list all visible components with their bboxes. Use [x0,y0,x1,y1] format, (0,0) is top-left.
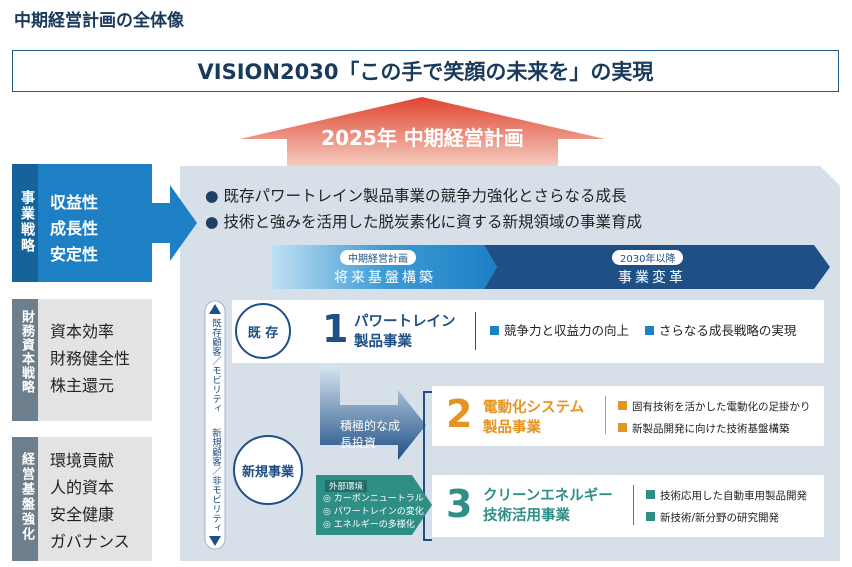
customer-axis-pill [204,300,226,550]
bracket [423,391,432,541]
base-item: 人的資本 [50,478,115,497]
financial-item: 株主還元 [50,376,115,395]
policy-bullets: ● 既存パワートレイン製品事業の競争力強化とさらなる成長 ● 技術と強みを活用し… [205,183,642,235]
bullet-dot-icon: ● [205,187,219,205]
base-item: 安全健康 [50,505,115,524]
square-bullet-icon [618,423,627,432]
bullet-dot-icon: ● [205,213,219,231]
vision-banner: VISION2030「この手で笑顔の未来を」の実現 [12,50,839,92]
divider [605,396,606,434]
financial-strategy-side [12,299,38,421]
plan-label: 2025年 中期経営計画 [321,126,524,150]
business-strategy-side [12,164,38,282]
business-number: 3 [446,482,473,526]
external-tag: 外部環境 [325,480,368,492]
business-item: 成長性 [50,219,99,238]
business-points: 競争力と収益力の向上 さらなる成長戦略の実現 [490,320,796,342]
phase-label: 事業変革 [618,270,686,286]
square-bullet-icon [646,512,655,521]
management-base-side [12,437,38,561]
square-bullet-icon [644,326,654,335]
strategy-arrow [152,185,197,261]
business-strategy-items: 収益性 成長性 安定性 [50,190,98,268]
bullet-item: ● 技術と強みを活用した脱炭素化に資する新規領域の事業育成 [205,213,642,231]
business-item: 安定性 [50,245,99,264]
plan-arrow [240,97,605,169]
financial-strategy-heading: 財務資本戦略 [19,310,34,394]
square-bullet-icon [646,490,655,499]
business-points: 固有技術を活かした電動化の足掛かり 新製品開発に向けた技術基盤構築 [618,396,811,440]
business-name: パワートレイン 製品事業 [354,314,456,350]
financial-item: 資本効率 [50,322,115,341]
phase-future-base: 中期経営計画 将来基盤構築 [272,245,497,289]
business-name: 電動化システム 製品事業 [483,400,585,436]
phase-arrow-shape [484,245,830,289]
phase-label: 将来基盤構築 [334,270,436,286]
investment-label: 積極的な成長投資 [340,419,401,450]
business-name: クリーンエネルギー 技術活用事業 [483,488,613,524]
external-items: ◎ カーボンニュートラル ◎ パワートレインの変化 ◎ エネルギーの多様化 [323,494,424,530]
page-title: 中期経営計画の全体像 [14,11,184,31]
phase-tag: 中期経営計画 [340,250,416,265]
base-item: ガバナンス [50,532,130,551]
management-base-heading: 経営基盤強化 [19,452,34,542]
existing-circle: 既 存 [235,303,291,359]
business-item: 収益性 [50,193,99,212]
square-bullet-icon [490,326,499,335]
phase-tag: 2030年以降 [612,250,684,265]
divider [633,485,634,525]
phase-transformation: 2030年以降 事業変革 [484,245,830,289]
management-base-items: 環境貢献 人的資本 安全健康 ガバナンス [50,447,130,555]
circle-icon: ◎ [323,520,334,530]
new-customer-text: 新規顧客／非モビリティ [210,428,221,533]
business-card-3 [432,475,824,537]
business-card-1 [232,300,824,363]
business-strategy-heading: 事業戦略 [19,190,35,254]
base-item: 環境貢献 [50,451,115,470]
phase-arrow-shape [272,245,497,289]
business-card-2 [432,386,824,446]
circle-icon: ◎ [323,507,334,517]
financial-item: 財務健全性 [50,349,131,368]
square-bullet-icon [618,401,627,410]
financial-strategy-items: 資本効率 財務健全性 株主還元 [50,318,130,399]
bullet-item: ● 既存パワートレイン製品事業の競争力強化とさらなる成長 [205,187,627,205]
business-points: 技術応用した自動車用製品開発 新技術/新分野の研究開発 [646,485,807,529]
business-number: 2 [446,392,473,436]
divider [475,312,476,350]
business-number: 1 [322,307,349,351]
circle-icon: ◎ [323,494,334,504]
existing-customer-text: 既存顧客／モビリティ [210,318,221,413]
new-business-circle: 新規事業 [233,435,303,505]
investment-arrow [320,365,426,460]
